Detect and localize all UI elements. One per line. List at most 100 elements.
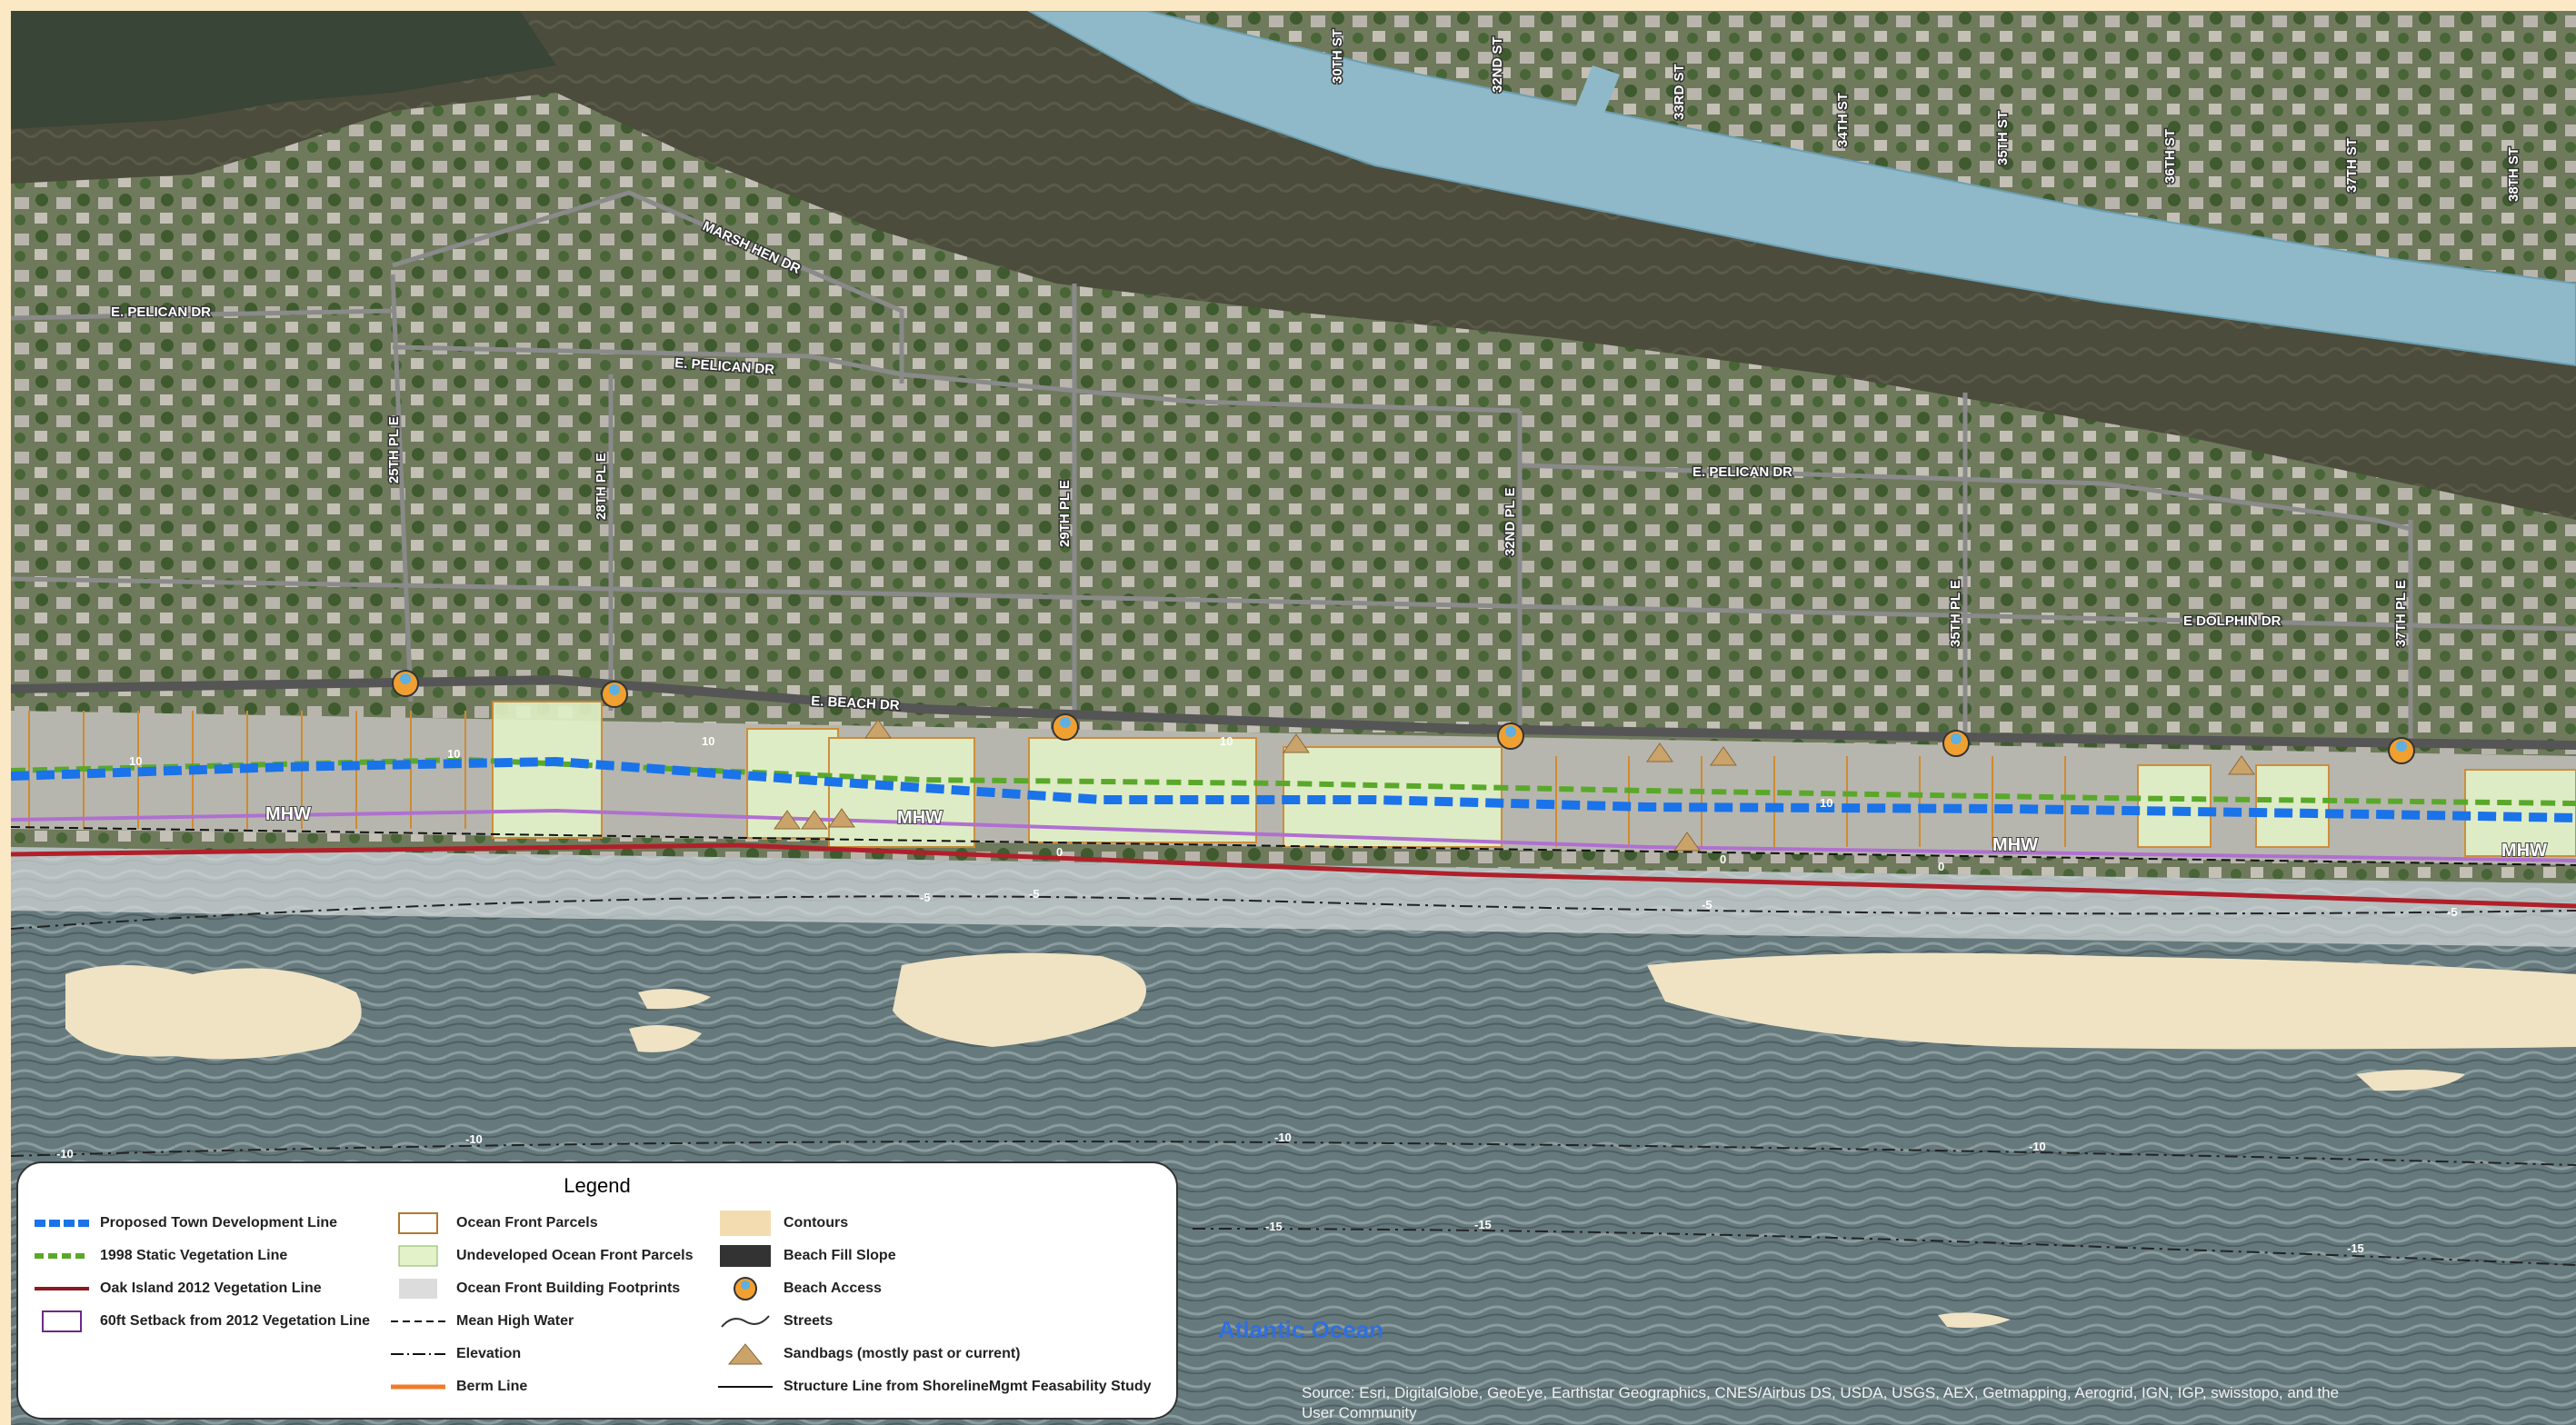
dark-fill-box-icon <box>718 1245 773 1267</box>
label-pl-6: 37TH PL E <box>2393 580 2409 647</box>
legend-item-sandbags: Sandbags (mostly past or current) <box>718 1338 1152 1370</box>
label-st-6: 36TH ST <box>2162 129 2178 184</box>
water-channel <box>1026 11 2576 367</box>
mhw-label-3: MHW <box>1992 835 2038 855</box>
svg-text:-15: -15 <box>1474 1218 1492 1231</box>
marsh-area <box>11 11 2576 520</box>
svg-text:0: 0 <box>1938 860 1944 873</box>
setback-line <box>11 808 2576 862</box>
legend-item-undeveloped: Undeveloped Ocean Front Parcels <box>391 1240 694 1272</box>
legend-item-mhw: Mean High Water <box>391 1305 694 1338</box>
legend-item-ocean-front-parcels: Ocean Front Parcels <box>391 1207 694 1240</box>
veg-line-1998 <box>11 756 2576 806</box>
ocean-label: Atlantic Ocean <box>1218 1316 1383 1343</box>
beach-access-icon <box>1052 713 1079 741</box>
streets <box>11 190 2576 747</box>
beach-drive <box>11 674 2576 750</box>
tan-fill-box-icon <box>718 1211 773 1236</box>
gray-fill-box-icon <box>391 1278 445 1300</box>
legend-item-town-dev-line: Proposed Town Development Line <box>35 1207 370 1240</box>
legend-column-3: Contours Beach Fill Slope Beach Access S… <box>718 1207 1152 1403</box>
legend-title: Legend <box>564 1174 631 1197</box>
label-st-2: 32ND ST <box>1490 36 1505 93</box>
green-fill-box-icon <box>391 1245 445 1267</box>
svg-text:-10: -10 <box>465 1132 483 1146</box>
svg-text:-5: -5 <box>2447 905 2458 919</box>
svg-text:10: 10 <box>1220 734 1233 748</box>
label-pl-3: 29TH PL E <box>1057 480 1073 547</box>
label-pl-4: 32ND PL E <box>1503 487 1518 556</box>
surf-zone <box>11 847 2576 947</box>
sandbar-contours <box>65 952 2576 1328</box>
label-st-4: 34TH ST <box>1835 93 1851 147</box>
north-neighborhood <box>1593 11 2576 311</box>
label-st-5: 35TH ST <box>1995 111 2011 165</box>
label-st-7: 37TH ST <box>2344 138 2360 193</box>
solid-black-line-icon <box>718 1376 773 1398</box>
svg-text:10: 10 <box>447 747 460 761</box>
beach-access-icon <box>1497 722 1524 750</box>
label-st-8: 38TH ST <box>2506 147 2521 202</box>
mhw-line <box>11 826 2576 866</box>
sandbag-markers <box>774 719 2255 852</box>
orange-line-icon <box>391 1376 445 1398</box>
beach-access-markers[interactable] <box>392 670 2415 764</box>
beach-access-icon <box>2388 737 2415 764</box>
label-pl-2: 28TH PL E <box>594 453 609 520</box>
legend-column-2: Ocean Front Parcels Undeveloped Ocean Fr… <box>391 1207 694 1403</box>
beach-access-icon <box>1942 730 1970 757</box>
svg-text:-10: -10 <box>2029 1140 2046 1153</box>
svg-text:10: 10 <box>1820 796 1832 810</box>
mhw-label-2: MHW <box>897 808 943 828</box>
legend-item-beach-access: Beach Access <box>718 1272 1152 1305</box>
sandbag-icon <box>718 1343 773 1365</box>
svg-text:10: 10 <box>129 754 142 768</box>
label-pelican-w: E. PELICAN DR <box>111 304 211 320</box>
svg-text:-5: -5 <box>1702 898 1712 912</box>
elevation-contours <box>11 895 2576 1266</box>
svg-text:-15: -15 <box>2347 1241 2364 1255</box>
legend-item-elevation: Elevation <box>391 1338 694 1370</box>
label-st-3: 33RD ST <box>1672 64 1687 120</box>
legend-column-1: Proposed Town Development Line 1998 Stat… <box>35 1207 370 1338</box>
credit-line-2: User Community <box>1302 1404 1417 1421</box>
label-pl-1: 25TH PL E <box>386 416 402 483</box>
label-dolphin: E DOLPHIN DR <box>2183 613 2281 629</box>
dashed-green-line-icon <box>35 1245 89 1267</box>
canal-inlet <box>1574 65 1620 120</box>
label-pl-5: 35TH PL E <box>1948 580 1963 647</box>
legend-item-beach-fill-slope: Beach Fill Slope <box>718 1240 1152 1272</box>
purple-box-icon <box>35 1310 89 1332</box>
town-dev-line <box>11 756 2576 822</box>
svg-text:-15: -15 <box>1265 1220 1283 1233</box>
beach-access-icon <box>601 681 628 708</box>
red-line-icon <box>35 1278 89 1300</box>
beach-access-icon <box>718 1277 773 1300</box>
svg-text:10: 10 <box>702 734 714 748</box>
svg-text:-5: -5 <box>1029 887 1040 901</box>
contour-values: 10 10 10 10 10 0 0 0 -5 -5 -5 -5 -10 -10… <box>56 734 2458 1255</box>
legend-item-structure-line: Structure Line from ShorelineMgmt Feasab… <box>718 1370 1152 1403</box>
svg-text:-5: -5 <box>920 891 931 904</box>
svg-text:-10: -10 <box>56 1147 74 1161</box>
svg-text:0: 0 <box>1720 852 1726 866</box>
legend-item-contours: Contours <box>718 1207 1152 1240</box>
dashed-blue-line-icon <box>35 1212 89 1234</box>
label-pelican-e: E. PELICAN DR <box>1692 464 1792 480</box>
legend-item-veg-1998: 1998 Static Vegetation Line <box>35 1240 370 1272</box>
map-legend: Legend Proposed Town Development Line 19… <box>16 1161 1178 1420</box>
black-dashed-line-icon <box>391 1310 445 1332</box>
credit-line-1: Source: Esri, DigitalGlobe, GeoEye, Eart… <box>1302 1384 2339 1401</box>
veg-line-2012 <box>11 842 2576 909</box>
svg-text:0: 0 <box>1056 845 1063 859</box>
svg-text:-10: -10 <box>1274 1131 1292 1144</box>
label-st-1: 30TH ST <box>1330 29 1345 84</box>
legend-item-veg-2012: Oak Island 2012 Vegetation Line <box>35 1272 370 1305</box>
mhw-label-4: MHW <box>2501 841 2547 861</box>
mhw-label-1: MHW <box>265 804 311 824</box>
legend-item-berm: Berm Line <box>391 1370 694 1403</box>
legend-item-building-footprints: Ocean Front Building Footprints <box>391 1272 694 1305</box>
orange-outline-box-icon <box>391 1212 445 1234</box>
beach-access-icon <box>392 670 419 697</box>
marsh-dark <box>11 11 556 129</box>
